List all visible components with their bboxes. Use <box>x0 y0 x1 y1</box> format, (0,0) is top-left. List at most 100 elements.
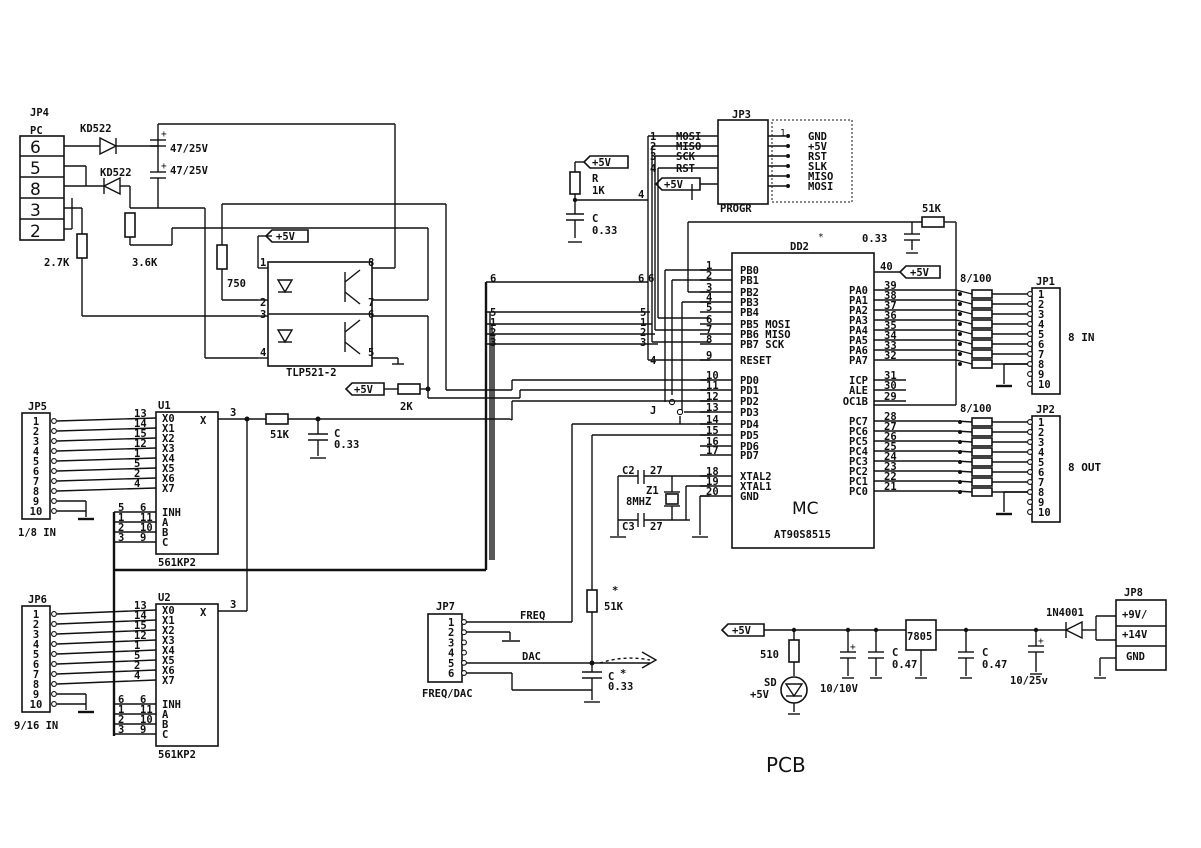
mcu-pin-num: 3 <box>706 282 712 294</box>
mcu-pin-name: PB6 MISO <box>740 329 791 341</box>
mcu-pin-num: 9 <box>706 350 712 362</box>
mux-in-wire <box>56 447 157 452</box>
jp-pin-dot <box>51 458 57 464</box>
mcu-pin-num: 32 <box>884 350 897 362</box>
mcu-pin-name: GND <box>740 491 759 503</box>
jp-pin-dot <box>1027 419 1033 425</box>
jp-pin-num: 8 <box>33 679 39 691</box>
u1-out-pin: 3 <box>230 407 236 419</box>
mux-net: 5 <box>118 502 124 514</box>
mcu-pin-num: 13 <box>706 402 719 414</box>
mux-pin-num: 9 <box>140 724 146 736</box>
mux-pin-name: X2 <box>162 433 175 445</box>
jp-pin-num: 10 <box>1038 507 1051 519</box>
net-label: 2 <box>640 327 646 339</box>
mux-pin-name: X5 <box>162 655 175 667</box>
jp3-pinout-dot <box>786 134 790 138</box>
jp-pin-dot <box>51 498 57 504</box>
jp3-pinout-name: MISO <box>808 171 833 183</box>
jp4-wiring: + + 47/25V 47/25V KD522 KD522 3.6K 2.7K <box>44 123 447 390</box>
jp3-pinout-dot <box>786 144 790 148</box>
jp-pin-dot <box>1027 469 1033 475</box>
rpack-resistor <box>971 339 993 349</box>
mcu-pin-num: 27 <box>884 421 897 433</box>
mux-pin-name: A <box>162 709 169 721</box>
reset-c-val: 0.33 <box>592 225 617 237</box>
jp3-pinout-name: MOSI <box>808 181 833 193</box>
mcu-pin-name: XTAL1 <box>740 481 772 493</box>
footer-pcb: PCB <box>766 753 806 777</box>
jp7-title: JP7 <box>436 601 455 613</box>
jp6-label: 9/16 IN <box>14 720 58 732</box>
net-label: 6 <box>490 273 496 285</box>
jp-pin-num: 4 <box>448 648 454 660</box>
jp7-label: FREQ/DAC <box>422 688 473 700</box>
mux-pin-name: B <box>162 527 168 539</box>
mcu-pin-name: RESET <box>740 355 772 367</box>
jp8-pin: GND <box>1126 651 1145 663</box>
mcu-pin-num: 1 <box>706 260 712 272</box>
jp-pin-dot <box>1027 479 1033 485</box>
jp3-name: PROGR <box>720 203 752 215</box>
mcu-pin-name: PA2 <box>849 305 868 317</box>
mcu-pin-name: PA0 <box>849 285 868 297</box>
jp4-connector: JP4 PC 6 5 8 3 2 <box>19 107 65 242</box>
mcu-pin-name: PC2 <box>849 466 868 478</box>
jp-pin-num: 10 <box>30 506 43 518</box>
mux-pin-num: 14 <box>134 610 147 622</box>
rpack-resistor <box>971 417 993 427</box>
mcu-pin-name: PB2 <box>740 287 759 299</box>
mcu-pin-num: 10 <box>706 370 719 382</box>
jp3-pin-num: 1 <box>650 131 656 143</box>
jp-pin-num: 6 <box>33 466 39 478</box>
mcu-pin-num: 28 <box>884 411 897 423</box>
jp-pin-num: 9 <box>33 689 39 701</box>
jp-pin-num: 3 <box>448 637 454 649</box>
jp3-title: JP3 <box>732 109 751 121</box>
u1-ref: U1 <box>158 400 171 412</box>
freq-label: 8MHZ <box>626 496 651 508</box>
led-label: SD <box>764 677 777 689</box>
r-2-7k-label: 2.7K <box>44 257 70 269</box>
jp-pin-dot <box>461 639 467 646</box>
mux-pin-name: C <box>162 729 168 741</box>
jp-pin-dot <box>51 611 57 617</box>
jp3-pin-num: 2 <box>650 141 656 153</box>
mux-pin-name: B <box>162 719 168 731</box>
mcu-pin-num: 12 <box>706 391 719 403</box>
mux-in-wire <box>56 679 157 685</box>
port-dot <box>958 480 962 484</box>
reset-r-name: R <box>592 173 599 185</box>
mcu-pin-name: PC3 <box>849 456 868 468</box>
mcu-pin-num: 29 <box>884 391 897 403</box>
mux-pin-name: A <box>162 517 169 529</box>
mcu-pin-num: 20 <box>706 486 719 498</box>
mux-pin-num: 1 <box>134 640 140 652</box>
jp-pin-num: 2 <box>33 619 39 631</box>
jp-pin-dot <box>1027 371 1033 377</box>
mux-net: 1 <box>118 512 124 524</box>
mux-pin-name: X1 <box>162 423 175 435</box>
jp-pin-num: 8 <box>33 486 39 498</box>
reset-network: +5V R 1K C 0.33 4 <box>566 155 648 243</box>
mux-net: 3 <box>118 724 124 736</box>
opto-pin: 3 <box>260 309 266 321</box>
jp4-sub: PC <box>30 125 43 137</box>
port-dot <box>958 342 962 346</box>
jp-pin-dot <box>461 629 467 636</box>
optocoupler: 1 2 3 4 8 7 6 5 +5V TLP521-2 <box>257 229 429 390</box>
port-wire <box>955 299 973 305</box>
mux-pin-num: 4 <box>134 670 140 682</box>
mux-rc: 51K C 0.33 <box>218 413 513 612</box>
c3-label: C3 <box>622 521 635 533</box>
net-label: 5 <box>640 307 646 319</box>
dac-net: DAC <box>522 651 541 663</box>
svg-text:+: + <box>161 161 167 172</box>
power-supply: +5V 510 SD +5V + 10/10V C 0.47 7805 <box>720 587 1167 715</box>
mcu-pin-name: PA5 <box>849 335 868 347</box>
mcu-pin-num: 8 <box>706 334 712 346</box>
jp-pin-num: 1 <box>1038 289 1044 301</box>
